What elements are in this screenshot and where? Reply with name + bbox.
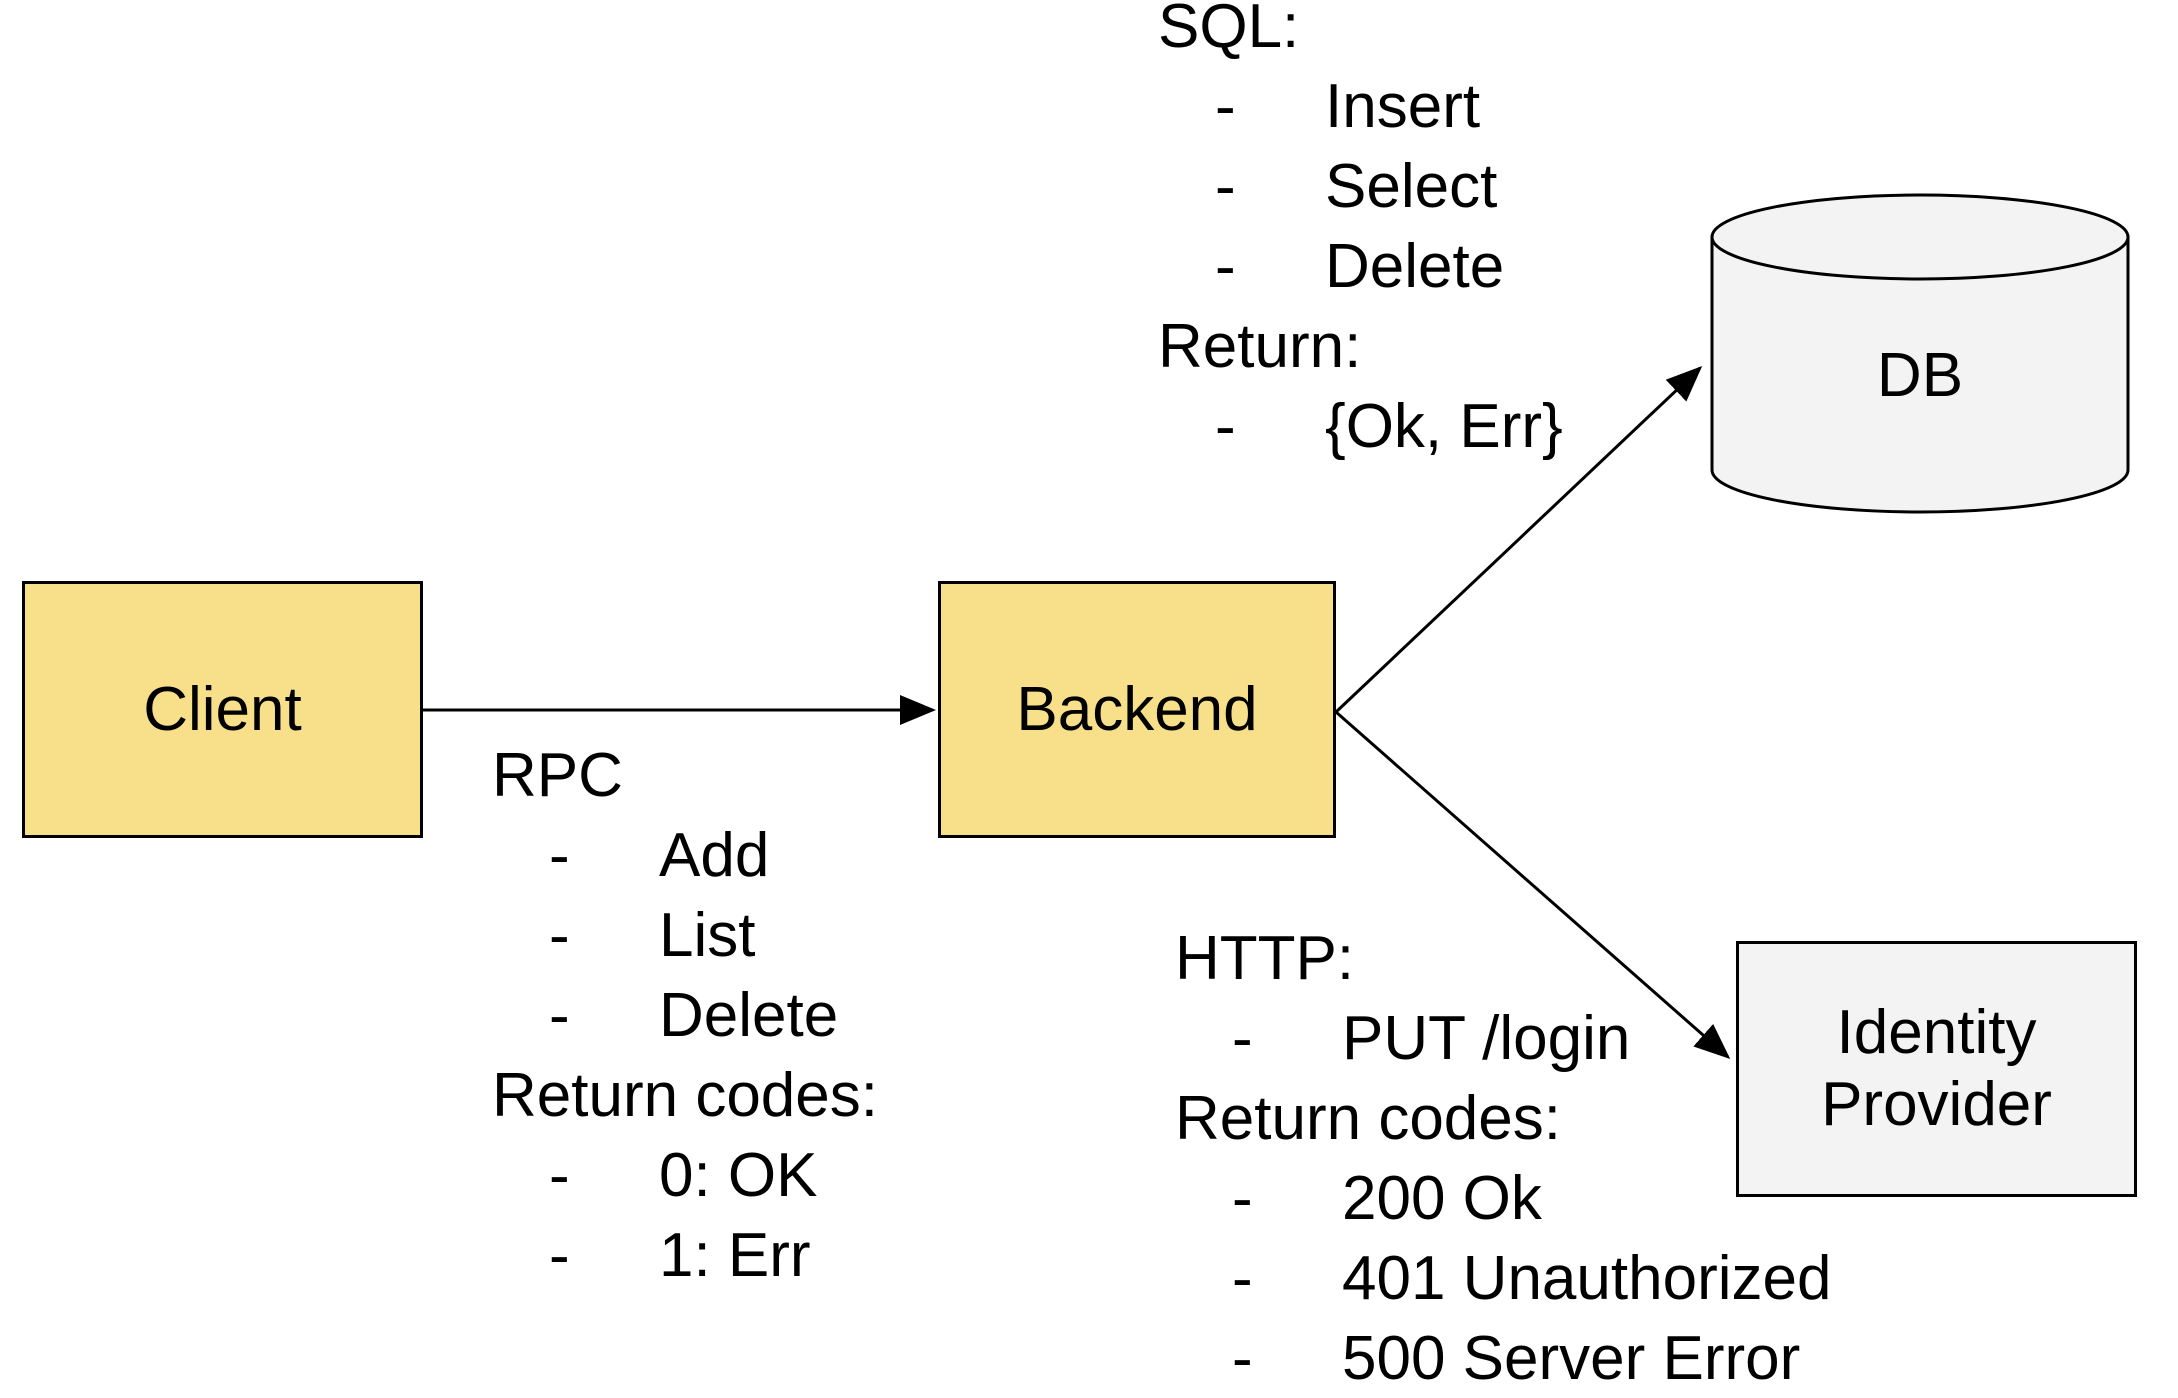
bullet-dash: - (1215, 232, 1236, 301)
bullet-dash: - (1215, 152, 1236, 221)
rpc-return-item-text: 0: OK (659, 1141, 818, 1210)
bullet-dash: - (549, 821, 570, 890)
http-item-text: PUT /login (1342, 1004, 1631, 1073)
rpc-item: - Add (492, 816, 878, 896)
arrow-backend-to-identity-provider (1335, 710, 1731, 1059)
rpc-return-item: - 0: OK (492, 1136, 878, 1216)
bullet-dash: - (549, 981, 570, 1050)
http-return-item: - 200 Ok (1175, 1159, 1831, 1239)
sql-item: - Delete (1158, 227, 1563, 307)
bullet-dash: - (549, 901, 570, 970)
rpc-return-item: - 1: Err (492, 1216, 878, 1296)
rpc-item-text: List (659, 901, 756, 970)
sql-return-title: Return: (1158, 312, 1362, 381)
arrow-backend-to-db (1334, 365, 1703, 714)
http-return-item-text: 200 Ok (1342, 1164, 1542, 1233)
rpc-item-text: Add (659, 821, 770, 890)
http-return-title: Return codes: (1175, 1084, 1561, 1153)
client-node: Client (22, 581, 423, 838)
http-return-item-text: 500 Server Error (1342, 1324, 1801, 1393)
db-cylinder (1710, 193, 2130, 514)
bullet-dash: - (1232, 1164, 1253, 1233)
identity-provider-label-line2: Provider (1821, 1070, 2052, 1139)
identity-provider-node-label: Identity Provider (1821, 997, 2052, 1141)
sql-annotation: SQL: - Insert - Select - Delete Return: - {O… (1158, 0, 1563, 467)
sql-title: SQL: (1158, 0, 1300, 61)
rpc-return-item-text: 1: Err (659, 1221, 811, 1290)
identity-provider-node: Identity Provider (1736, 941, 2137, 1197)
backend-node: Backend (938, 581, 1336, 838)
sql-item-text: Select (1325, 152, 1498, 221)
bullet-dash: - (1232, 1324, 1253, 1393)
rpc-annotation: RPC - Add - List - Delete Return codes: - 0:… (492, 736, 878, 1296)
bullet-dash: - (1232, 1244, 1253, 1313)
sql-item: - Select (1158, 147, 1563, 227)
bullet-dash: - (1215, 72, 1236, 141)
bullet-dash: - (1215, 392, 1236, 461)
sql-return-item-text: {Ok, Err} (1325, 392, 1563, 461)
bullet-dash: - (549, 1141, 570, 1210)
sql-item-text: Delete (1325, 232, 1505, 301)
rpc-return-title: Return codes: (492, 1061, 878, 1130)
client-node-label: Client (143, 674, 302, 744)
db-node-label: DB (1876, 341, 1964, 410)
identity-provider-label-line1: Identity (1836, 998, 2037, 1067)
rpc-item: - Delete (492, 976, 878, 1056)
sql-item-text: Insert (1325, 72, 1481, 141)
http-title: HTTP: (1175, 924, 1355, 993)
bullet-dash: - (1232, 1004, 1253, 1073)
bullet-dash: - (549, 1221, 570, 1290)
http-return-item: - 500 Server Error (1175, 1319, 1831, 1398)
http-return-item: - 401 Unauthorized (1175, 1239, 1831, 1319)
rpc-item-text: Delete (659, 981, 839, 1050)
rpc-title: RPC (492, 741, 623, 810)
backend-node-label: Backend (1016, 674, 1258, 744)
sql-return-item: - {Ok, Err} (1158, 387, 1563, 467)
http-return-item-text: 401 Unauthorized (1342, 1244, 1832, 1313)
sql-item: - Insert (1158, 67, 1563, 147)
http-annotation: HTTP: -PUT /login Return codes: -200 Ok … (1175, 919, 1831, 1398)
rpc-item: - List (492, 896, 878, 976)
http-item: - PUT /login (1175, 999, 1831, 1079)
